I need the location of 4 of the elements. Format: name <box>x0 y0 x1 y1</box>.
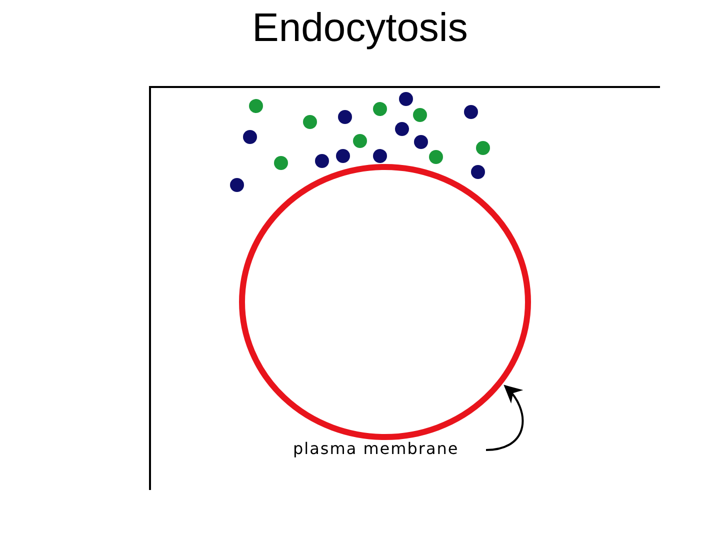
label-text: plasma membrane <box>293 439 459 458</box>
title: Endocytosis <box>252 6 468 51</box>
membrane-circle <box>239 164 531 440</box>
arrow <box>486 384 524 451</box>
